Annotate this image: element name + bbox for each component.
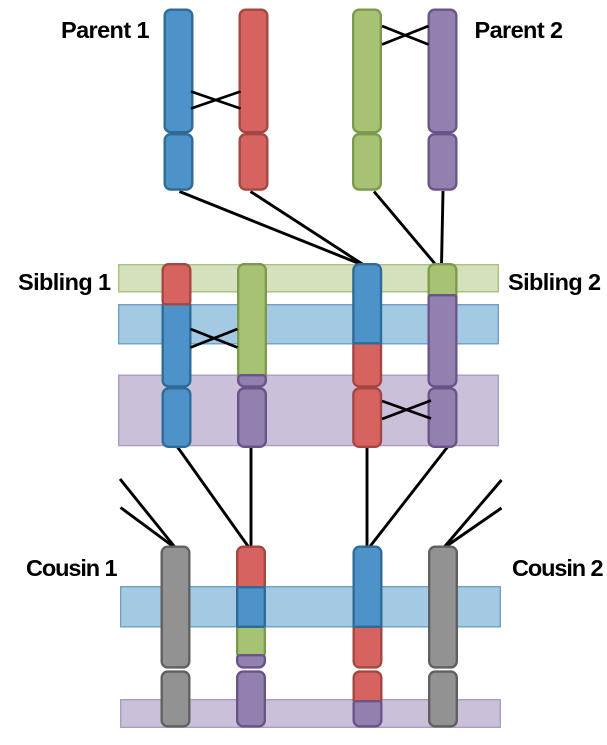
svg-text:Parent 2: Parent 2 bbox=[475, 17, 563, 43]
svg-text:Parent 1: Parent 1 bbox=[61, 17, 149, 43]
svg-text:Cousin 2: Cousin 2 bbox=[512, 555, 603, 581]
svg-text:Sibling 1: Sibling 1 bbox=[18, 269, 111, 295]
svg-text:Cousin 1: Cousin 1 bbox=[26, 555, 117, 581]
svg-text:Sibling 2: Sibling 2 bbox=[508, 269, 601, 295]
